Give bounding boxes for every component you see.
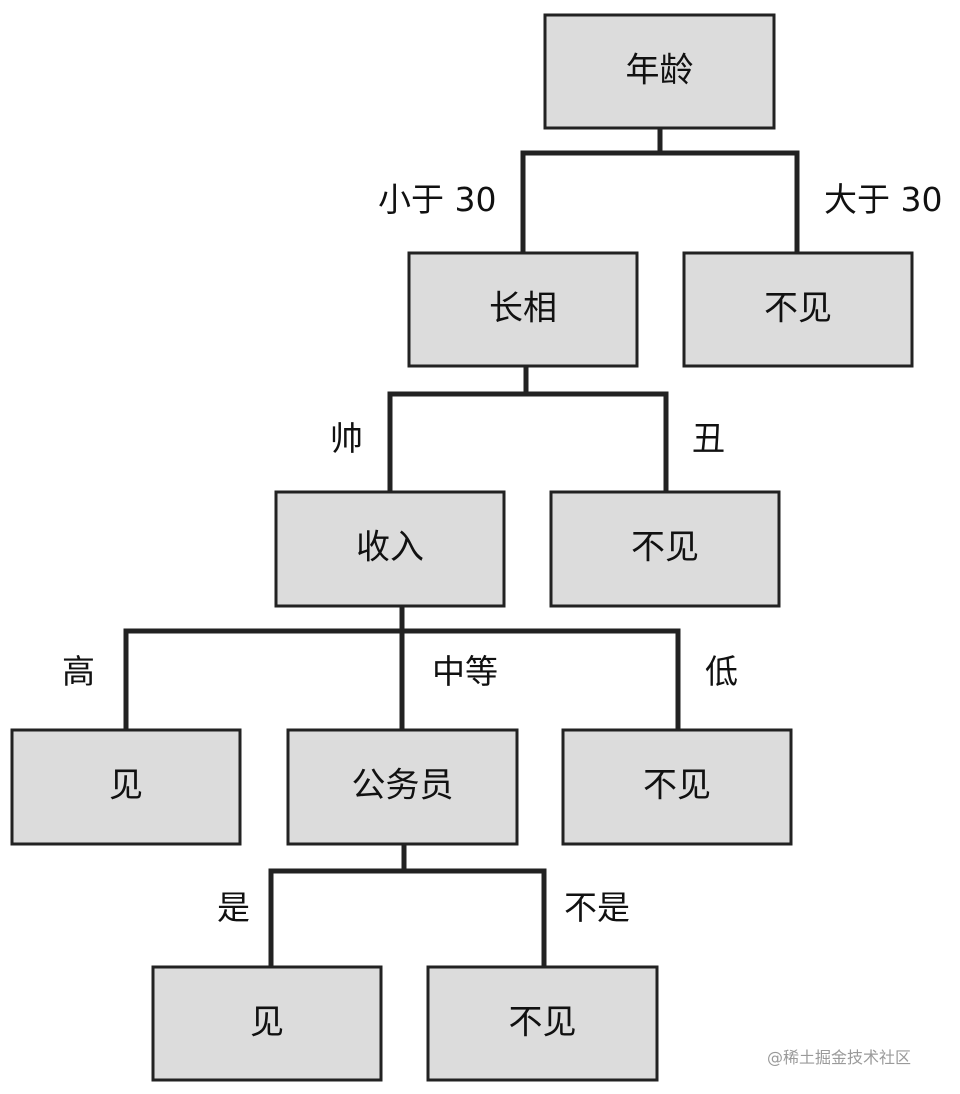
node-box xyxy=(549,490,781,608)
node-label: 不见 xyxy=(509,1003,577,1043)
node-high-income-result: 见 xyxy=(10,728,242,846)
node-box xyxy=(543,13,776,130)
edge-label-yes: 是 xyxy=(217,888,250,927)
node-is-civil-servant-result: 见 xyxy=(151,965,383,1082)
edge-label-medium: 中等 xyxy=(432,652,498,691)
watermark-text: @稀土掘金技术社区 xyxy=(767,1048,911,1067)
connector-civil-servant xyxy=(268,842,547,970)
connector-looks xyxy=(387,363,669,495)
node-looks: 长相 xyxy=(407,251,639,368)
node-label: 不见 xyxy=(643,766,711,806)
connectors xyxy=(123,125,800,970)
node-box xyxy=(274,490,506,608)
node-box xyxy=(286,728,519,846)
node-civil-servant: 公务员 xyxy=(286,728,519,846)
node-label: 收入 xyxy=(356,528,424,568)
node-box xyxy=(407,251,639,368)
edge-label-low: 低 xyxy=(705,652,738,691)
node-age-over-result: 不见 xyxy=(682,251,914,368)
node-low-income-result: 不见 xyxy=(561,728,793,846)
edge-label-no: 不是 xyxy=(564,888,630,927)
edge-label-over-30: 大于 30 xyxy=(824,180,942,219)
node-label: 见 xyxy=(250,1003,284,1043)
node-age: 年龄 xyxy=(543,13,776,130)
node-label: 长相 xyxy=(489,289,557,329)
connector-income xyxy=(123,603,681,733)
node-box xyxy=(151,965,383,1082)
node-label: 不见 xyxy=(631,528,699,568)
node-label: 不见 xyxy=(764,289,832,329)
connector-age xyxy=(520,125,800,256)
node-income: 收入 xyxy=(274,490,506,608)
edge-label-under-30: 小于 30 xyxy=(378,180,496,219)
edge-label-high: 高 xyxy=(62,652,95,691)
node-label: 公务员 xyxy=(352,766,454,806)
node-box xyxy=(10,728,242,846)
node-ugly-result: 不见 xyxy=(549,490,781,608)
node-box xyxy=(426,965,659,1082)
node-label: 见 xyxy=(109,766,143,806)
edge-label-ugly: 丑 xyxy=(692,419,725,458)
node-box xyxy=(682,251,914,368)
node-not-civil-servant-result: 不见 xyxy=(426,965,659,1082)
node-label: 年龄 xyxy=(626,51,694,91)
edge-label-handsome: 帅 xyxy=(330,419,363,458)
node-box xyxy=(561,728,793,846)
